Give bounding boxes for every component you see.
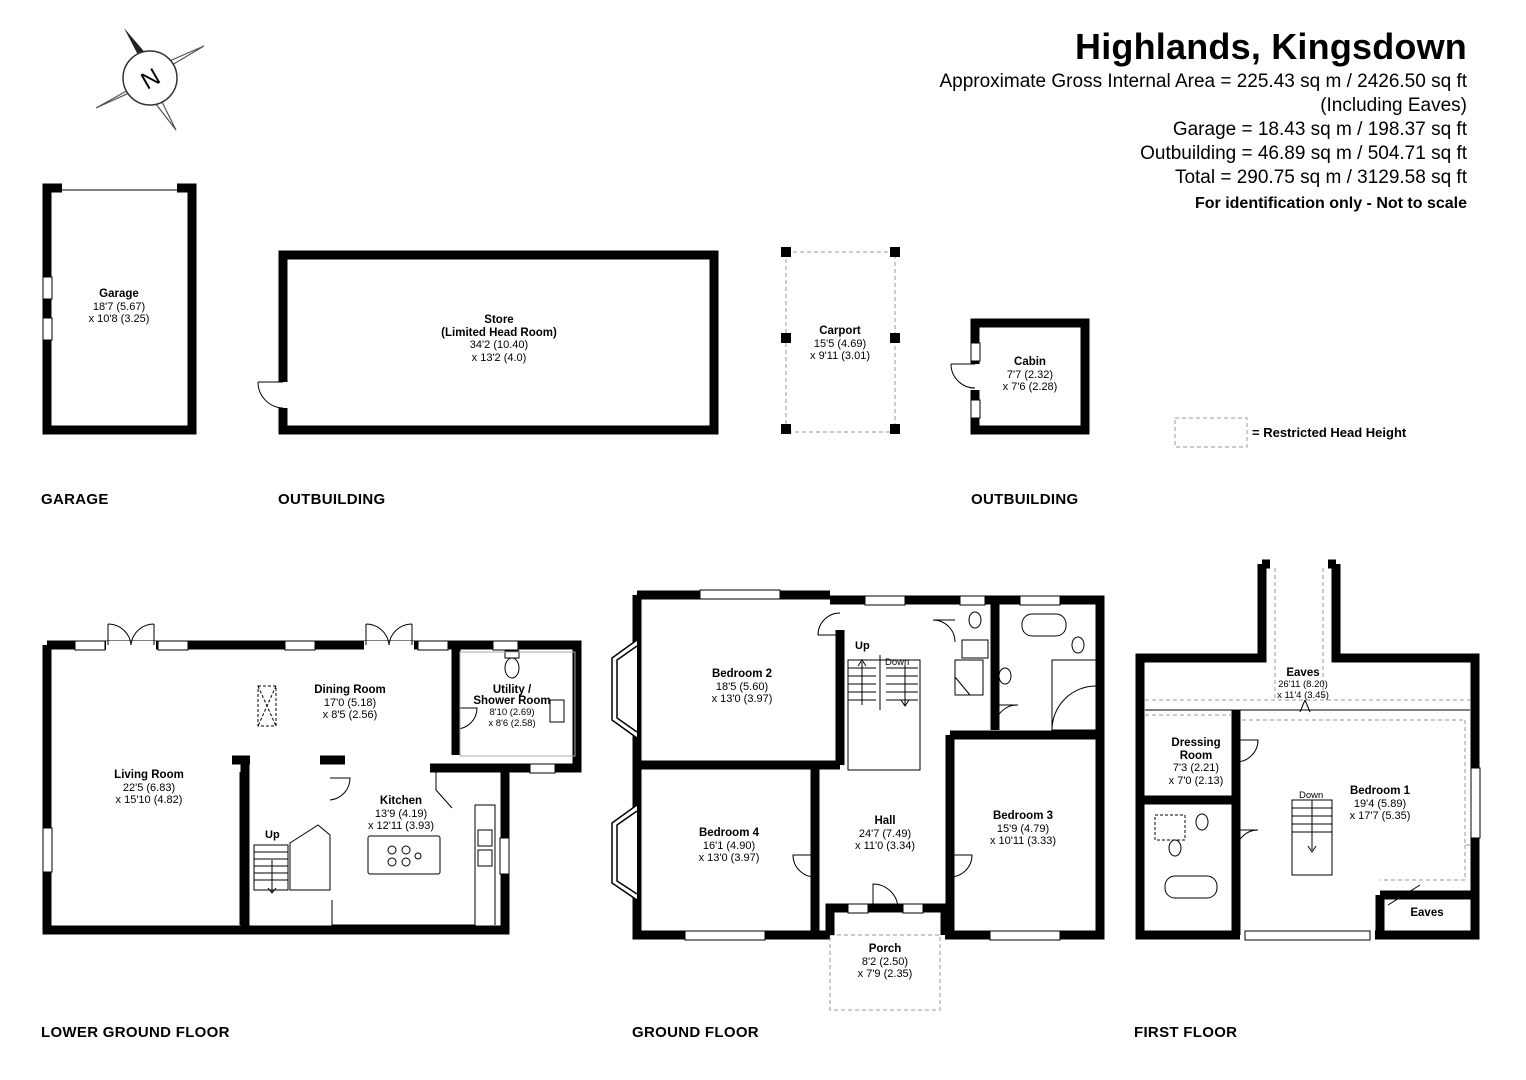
room-dim: 24'7 (7.49)	[858, 827, 912, 840]
identification-note: For identification only - Not to scale	[1194, 195, 1467, 212]
room-name: Bedroom 2	[711, 668, 773, 680]
room-dim: 8'10 (2.69)	[489, 707, 535, 718]
compass-icon: N	[95, 28, 205, 131]
total-area: Total = 290.75 sq m / 3129.58 sq ft	[1174, 167, 1467, 188]
first-floor-plan	[1135, 559, 1481, 941]
stairs-up-label: Up	[265, 829, 280, 841]
room-hall: Hall 24'7 (7.49) x 11'0 (3.34)	[855, 815, 915, 853]
lower-ground-floor-plan	[42, 623, 582, 935]
room-garage: Garage 18'7 (5.67) x 10'8 (3.25)	[89, 288, 150, 326]
outbuilding-area: Outbuilding = 46.89 sq m / 504.71 sq ft	[1140, 143, 1467, 164]
room-name: Dining Room	[314, 684, 386, 696]
room-dim: x 10'8 (3.25)	[88, 313, 150, 325]
room-name: Eaves	[1410, 907, 1444, 919]
section-garage: GARAGE	[41, 491, 109, 508]
restricted-height-legend-swatch	[1174, 417, 1248, 448]
room-dim: x 7'6 (2.28)	[1002, 381, 1058, 393]
room-dim: 18'7 (5.67)	[92, 300, 146, 313]
cabin-plan	[970, 318, 1090, 435]
including-eaves-note: (Including Eaves)	[1320, 95, 1467, 116]
room-dim: x 7'9 (2.35)	[857, 968, 913, 980]
gross-internal-area: Approximate Gross Internal Area = 225.43…	[939, 71, 1467, 92]
room-dim: 15'9 (4.79)	[996, 822, 1050, 835]
room-dim: x 8'5 (2.56)	[322, 709, 378, 721]
room-dim: 7'3 (2.21)	[1172, 762, 1220, 774]
room-dim: 15'5 (4.69)	[813, 337, 867, 350]
room-dim: 7'7 (2.32)	[1006, 368, 1054, 381]
room-eaves: Eaves 26'11 (8.20) x 11'4 (3.45)	[1277, 667, 1329, 701]
room-porch: Porch 8'2 (2.50) x 7'9 (2.35)	[858, 943, 913, 981]
room-dim: 17'0 (5.18)	[323, 696, 377, 709]
room-bedroom-2: Bedroom 2 18'5 (5.60) x 13'0 (3.97)	[712, 668, 773, 706]
room-name: Hall	[874, 815, 896, 827]
room-eaves-2: Eaves	[1410, 907, 1443, 920]
room-name: Bedroom 3	[992, 810, 1054, 822]
room-kitchen: Kitchen 13'9 (4.19) x 12'11 (3.93)	[368, 795, 434, 833]
room-name: Dressing	[1171, 737, 1221, 749]
section-outbuilding-1: OUTBUILDING	[278, 491, 386, 508]
room-dim: x 11'4 (3.45)	[1277, 690, 1329, 701]
room-carport: Carport 15'5 (4.69) x 9'11 (3.01)	[810, 325, 870, 363]
room-dim: x 15'10 (4.82)	[115, 794, 183, 806]
room-dim: 13'9 (4.19)	[374, 807, 428, 820]
room-dim: 26'11 (8.20)	[1278, 679, 1328, 690]
section-first-floor: FIRST FLOOR	[1134, 1024, 1238, 1041]
garage-area: Garage = 18.43 sq m / 198.37 sq ft	[1172, 119, 1467, 140]
room-dim: x 9'11 (3.01)	[810, 350, 870, 362]
garage-plan	[42, 183, 197, 435]
room-dim: 34'2 (10.40)	[469, 339, 529, 351]
room-name: Bedroom 1	[1349, 785, 1411, 797]
room-name: Bedroom 4	[698, 827, 760, 839]
section-outbuilding-2: OUTBUILDING	[971, 491, 1079, 508]
section-ground-floor: GROUND FLOOR	[632, 1024, 759, 1041]
stairs-up-label: Up	[855, 640, 870, 652]
room-name: Carport	[819, 325, 861, 337]
room-dim: x 7'0 (2.13)	[1168, 774, 1224, 787]
room-dim: 16'1 (4.90)	[702, 839, 756, 852]
room-dim: 18'5 (5.60)	[715, 680, 769, 693]
room-name: Porch	[868, 943, 902, 955]
stairs-down-label: Down	[885, 657, 910, 668]
room-dim: x 13'0 (3.97)	[698, 852, 760, 864]
section-lower-ground-floor: LOWER GROUND FLOOR	[41, 1024, 230, 1041]
room-dim: x 13'2 (4.0)	[471, 351, 527, 364]
room-bedroom-3: Bedroom 3 15'9 (4.79) x 10'11 (3.33)	[990, 810, 1056, 848]
room-name: Living Room	[114, 769, 184, 781]
room-dim: x 12'11 (3.93)	[367, 820, 435, 832]
room-name: Eaves	[1286, 667, 1320, 679]
property-title: Highlands, Kingsdown	[1075, 26, 1467, 67]
room-utility: Utility / Shower Room 8'10 (2.69) x 8'6 …	[473, 684, 551, 729]
room-dim: 19'4 (5.89)	[1353, 797, 1407, 810]
room-dim: x 10'11 (3.33)	[989, 835, 1057, 847]
room-name-2: Room	[1179, 749, 1213, 762]
room-dressing: Dressing Room 7'3 (2.21) x 7'0 (2.13)	[1169, 737, 1224, 787]
room-living: Living Room 22'5 (6.83) x 15'10 (4.82)	[114, 769, 184, 807]
room-bedroom-4: Bedroom 4 16'1 (4.90) x 13'0 (3.97)	[699, 827, 760, 865]
room-dining: Dining Room 17'0 (5.18) x 8'5 (2.56)	[314, 684, 386, 722]
room-name-2: Shower Room	[473, 695, 551, 707]
room-dim: x 8'6 (2.58)	[488, 718, 536, 729]
carport-plan	[781, 247, 900, 434]
room-name-note: (Limited Head Room)	[441, 326, 557, 339]
room-name: Garage	[99, 288, 139, 300]
room-name: Cabin	[1014, 356, 1046, 368]
stairs-down-label: Down	[1299, 790, 1324, 801]
room-dim: x 17'7 (5.35)	[1349, 810, 1411, 822]
room-cabin: Cabin 7'7 (2.32) x 7'6 (2.28)	[1003, 356, 1058, 394]
room-name: Kitchen	[379, 795, 423, 807]
room-name: Store	[484, 314, 514, 326]
restricted-height-legend: = Restricted Head Height	[1252, 425, 1407, 440]
room-bedroom-1: Bedroom 1 19'4 (5.89) x 17'7 (5.35)	[1350, 785, 1411, 823]
room-name: Utility /	[492, 684, 532, 696]
store-plan	[278, 250, 719, 435]
room-dim: x 13'0 (3.97)	[711, 693, 773, 705]
room-dim: 22'5 (6.83)	[122, 781, 176, 794]
room-dim: 8'2 (2.50)	[861, 955, 909, 968]
room-dim: x 11'0 (3.34)	[855, 840, 915, 852]
ground-floor-plan	[611, 589, 1105, 1011]
room-store: Store (Limited Head Room) 34'2 (10.40) x…	[441, 314, 557, 364]
